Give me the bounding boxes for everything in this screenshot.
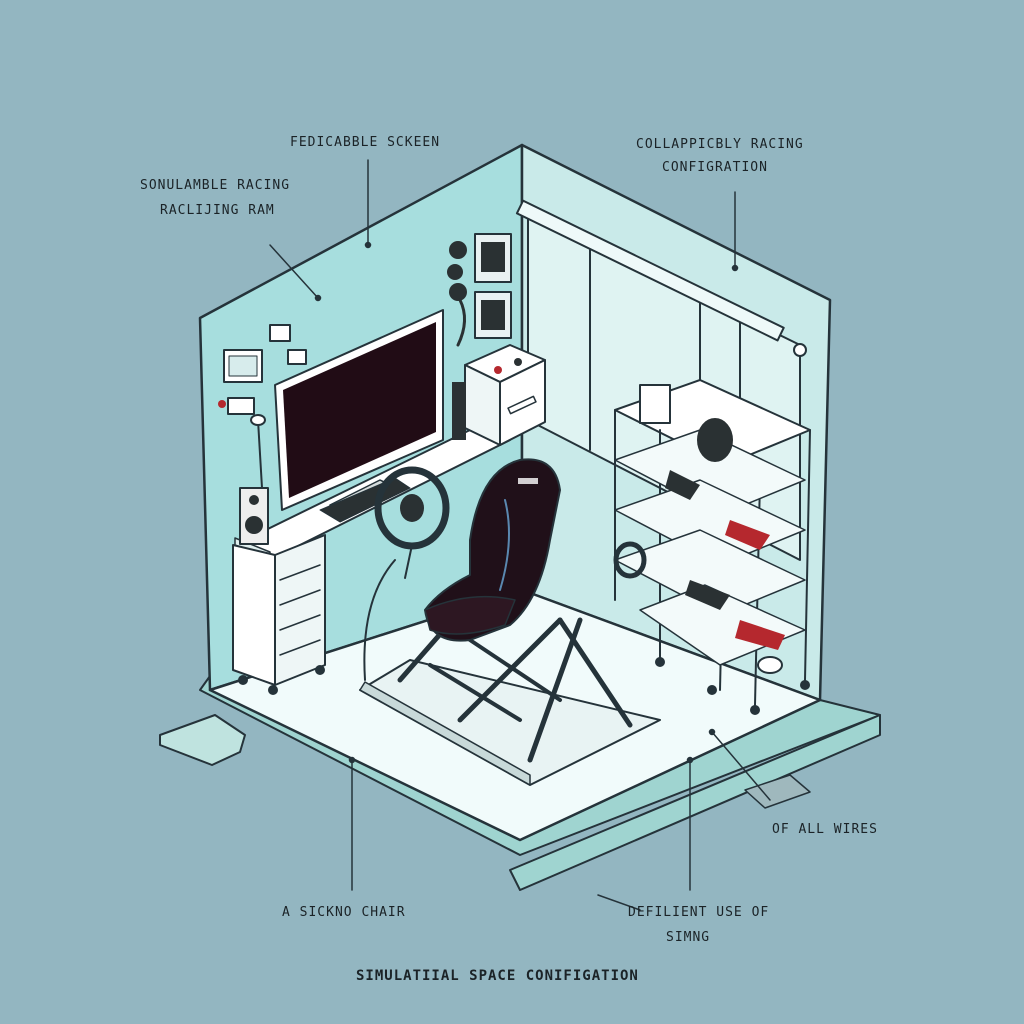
label-efficient-line2: SIMNG <box>666 930 711 945</box>
label-efficient-line1: DEFILIENT USE OF <box>628 905 770 920</box>
monitor <box>274 309 444 523</box>
label-screen: FEDICABBLE SCKEEN <box>290 135 441 150</box>
label-racing-ram-line2: RACLIJING RAM <box>160 203 275 218</box>
label-racing-ram-line1: SONULAMBLE RACING <box>140 178 291 193</box>
speaker <box>239 414 269 545</box>
shelving-unit <box>613 379 811 715</box>
diagram-title: SIMULATIIAL SPACE CONIFIGATION <box>356 968 639 984</box>
label-wires: OF ALL WIRES <box>772 822 878 837</box>
small-cabinet <box>452 344 546 446</box>
label-chair: A SICKNO CHAIR <box>282 905 406 920</box>
wall-decor <box>218 233 512 415</box>
steering-wheel <box>363 466 450 681</box>
racing-seat-rig <box>359 458 661 786</box>
leader-lines <box>269 159 771 911</box>
label-collapsible-line2: CONFIGRATION <box>662 160 768 175</box>
label-collapsible-line1: COLLAPPICBLY RACING <box>636 137 804 152</box>
